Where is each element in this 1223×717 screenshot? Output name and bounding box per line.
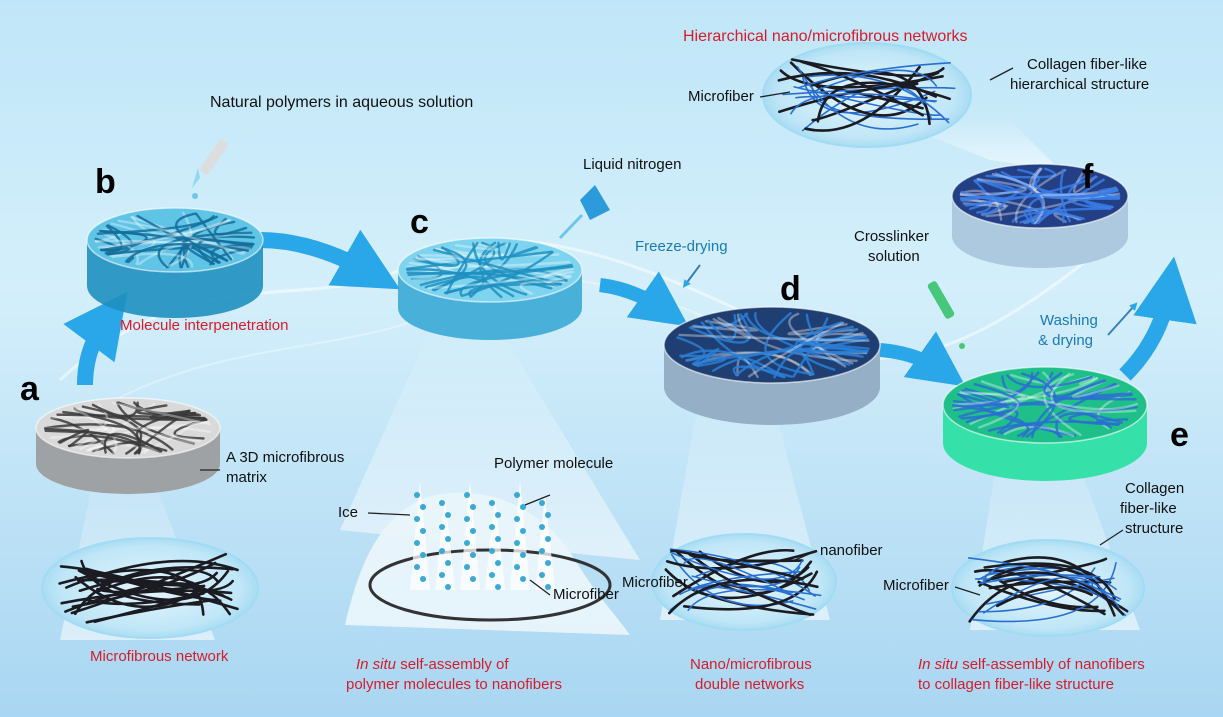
zoom-bubble-d bbox=[651, 533, 837, 631]
washing-label-line1: Washing bbox=[1040, 312, 1098, 329]
panel-letter-c: c bbox=[410, 203, 429, 241]
leader-lines bbox=[200, 67, 1124, 596]
panel-letter-e: e bbox=[1170, 416, 1189, 454]
polymer-molecule-label: Polymer molecule bbox=[494, 455, 614, 472]
panel-c-caption-line2: polymer molecules to nanofibers bbox=[346, 676, 562, 693]
top-zoom-microfiber-label: Microfiber bbox=[688, 88, 754, 105]
arrow-d-to-e bbox=[879, 331, 966, 387]
disk-c bbox=[397, 237, 583, 340]
panel-c-microfiber-label: Microfiber bbox=[553, 586, 619, 603]
panel-letter-b: b bbox=[95, 163, 116, 201]
freeze-drying-label: Freeze-drying bbox=[635, 238, 728, 255]
top-zoom-collagen-line2: hierarchical structure bbox=[1010, 76, 1150, 93]
dropper-e-icon bbox=[927, 281, 965, 349]
panel-a-label-line2: matrix bbox=[226, 469, 267, 486]
arrow-b-to-c bbox=[259, 229, 401, 290]
crosslinker-label-line2: solution bbox=[868, 248, 920, 265]
panel-e-collagen-line1: Collagen bbox=[1125, 480, 1185, 497]
panel-b-caption: Molecule interpenetration bbox=[120, 317, 289, 334]
panel-d-caption-line2: double networks bbox=[695, 676, 805, 693]
liquid-nitrogen-jug-icon bbox=[558, 185, 610, 240]
top-zoom-title: Hierarchical nano/microfibrous networks bbox=[683, 28, 968, 45]
ice-zoom-illustration bbox=[345, 480, 630, 635]
panel-e-caption-line2: to collagen fiber-like structure bbox=[918, 676, 1114, 693]
disk-a bbox=[35, 397, 221, 494]
panel-a-caption: Microfibrous network bbox=[90, 648, 229, 665]
dropper-b-icon bbox=[192, 139, 228, 199]
panel-letter-a: a bbox=[20, 370, 39, 408]
panel-letter-d: d bbox=[780, 270, 801, 308]
panel-a-label-line1: A 3D microfibrous bbox=[226, 449, 345, 466]
zoom-bubble-a bbox=[41, 537, 259, 639]
zoom-bubble-e bbox=[951, 539, 1145, 637]
panel-e-collagen-line3: structure bbox=[1125, 520, 1184, 537]
arrow-c-to-d bbox=[599, 271, 689, 327]
freeze-drying-pointer bbox=[682, 264, 701, 288]
zoom-bubble-top bbox=[762, 42, 972, 148]
ice-label: Ice bbox=[338, 504, 359, 521]
panel-e-caption-line1: In situ self-assembly of nanofibers bbox=[918, 656, 1145, 673]
panel-letter-f: f bbox=[1082, 158, 1094, 196]
washing-label-line2: & drying bbox=[1038, 332, 1094, 349]
panel-d-microfiber-label: Microfiber bbox=[622, 574, 688, 591]
arrow-a-to-b bbox=[63, 291, 128, 386]
beam-c bbox=[340, 330, 640, 560]
washing-pointer bbox=[1107, 302, 1138, 336]
arrow-e-to-f bbox=[1119, 256, 1197, 381]
panel-e-microfiber-label: Microfiber bbox=[883, 577, 949, 594]
top-zoom-collagen-line1: Collagen fiber-like bbox=[1027, 56, 1148, 73]
disk-e bbox=[942, 366, 1148, 481]
panel-d-nanofiber-label: nanofiber bbox=[820, 542, 883, 559]
panel-c-top-label: Liquid nitrogen bbox=[583, 156, 682, 173]
crosslinker-label-line1: Crosslinker bbox=[854, 228, 930, 245]
disk-f bbox=[951, 163, 1129, 268]
panel-c-caption-line1: In situ self-assembly of bbox=[356, 656, 509, 673]
disk-b bbox=[86, 207, 264, 318]
panel-e-collagen-line2: fiber-like bbox=[1120, 500, 1177, 517]
panel-b-top-label: Natural polymers in aqueous solution bbox=[210, 94, 474, 111]
disk-d bbox=[663, 306, 881, 425]
panel-d-caption-line1: Nano/microfibrous bbox=[690, 656, 812, 673]
